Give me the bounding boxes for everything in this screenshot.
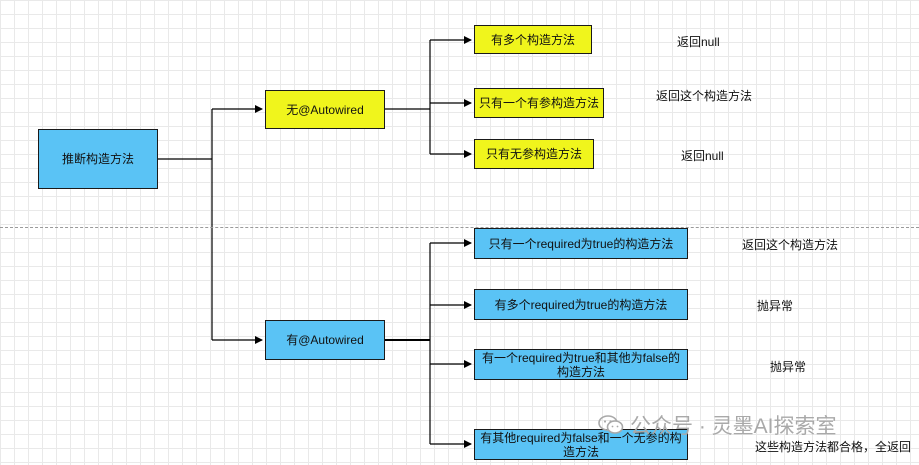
result-note: 抛异常 xyxy=(770,360,807,374)
section-divider xyxy=(0,227,919,228)
result-note: 返回null xyxy=(677,35,720,49)
result-note: 这些构造方法都合格，全返回 xyxy=(755,440,912,454)
case-required-false-and-noarg: 有其他required为false和一个无参的构造方法 xyxy=(474,429,688,460)
root-node: 推断构造方法 xyxy=(38,129,158,189)
result-note: 抛异常 xyxy=(757,299,794,313)
watermark: 公众号 · 灵墨AI探索室 xyxy=(598,411,898,439)
root-connector xyxy=(158,105,263,344)
result-note: 返回null xyxy=(681,149,724,163)
case-multiple-constructors: 有多个构造方法 xyxy=(474,25,592,54)
case-single-required-true: 只有一个required为true的构造方法 xyxy=(474,228,688,259)
case-only-noarg-constructor: 只有无参构造方法 xyxy=(474,139,594,169)
result-note: 返回这个构造方法 xyxy=(656,89,753,103)
case-multiple-required-true: 有多个required为true的构造方法 xyxy=(474,289,688,320)
branch2-connector xyxy=(385,239,472,448)
result-note: 返回这个构造方法 xyxy=(742,238,839,252)
branch-node-autowired: 有@Autowired xyxy=(265,320,385,360)
branch1-connector xyxy=(385,36,472,158)
watermark-text: 公众号 · 灵墨AI探索室 xyxy=(630,415,837,438)
wechat-icon xyxy=(598,415,624,435)
case-required-true-and-false: 有一个required为true和其他为false的构造方法 xyxy=(474,349,688,380)
case-single-param-constructor: 只有一个有参构造方法 xyxy=(474,88,604,118)
branch-node-no-autowired: 无@Autowired xyxy=(265,90,385,129)
